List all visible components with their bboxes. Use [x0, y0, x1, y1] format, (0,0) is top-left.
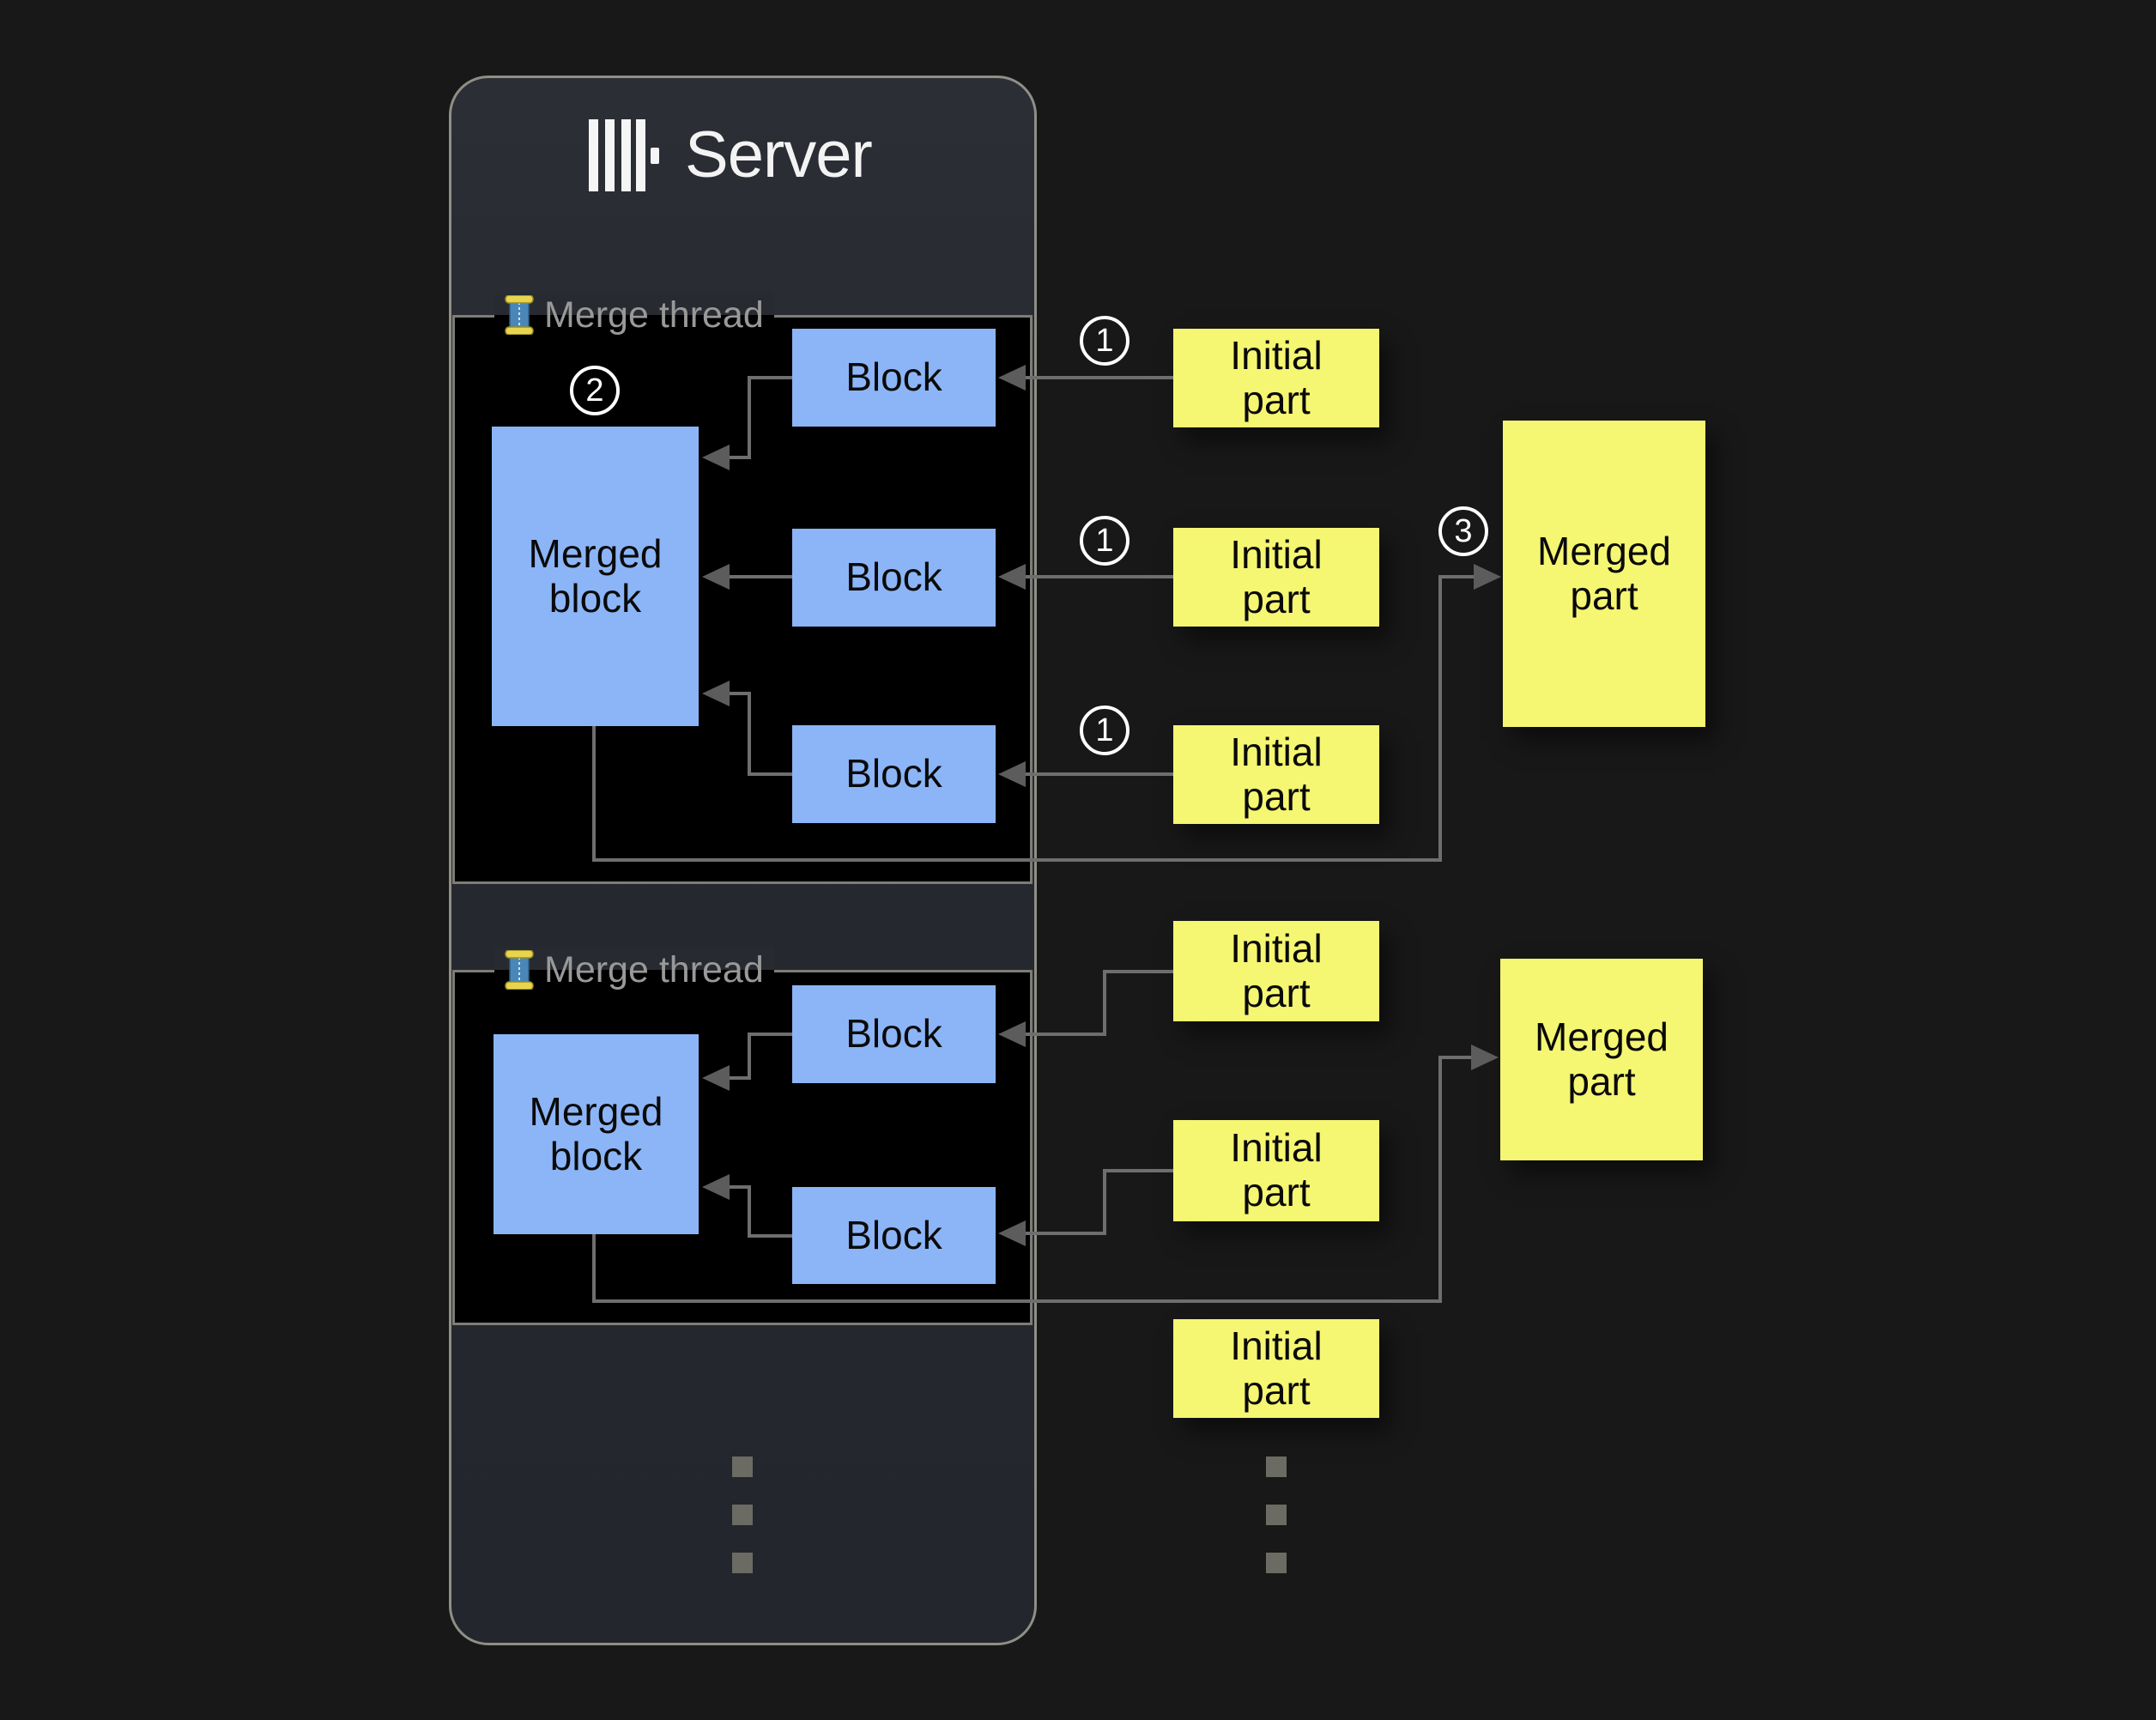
arrow-initial5-to-block5-head: [998, 1220, 1026, 1246]
block-3: Block: [792, 725, 996, 823]
arrow-initial2-to-block2-head: [998, 564, 1026, 590]
merge-thread-label-2: Merge thread: [494, 948, 774, 992]
arrow-mergedblock1-to-mergedpart1-seg2: [592, 858, 1442, 862]
arrow-initial5-to-block5-seg2: [1103, 1169, 1106, 1235]
arrow-initial3-to-block3-head: [998, 761, 1026, 787]
merge-thread-label-text: Merge thread: [544, 294, 764, 336]
arrow-block1-to-merged-seg2: [748, 376, 751, 459]
arrow-mergedblock1-to-mergedpart1-seg4: [1440, 575, 1475, 578]
initial-part-3: Initial part: [1173, 725, 1379, 824]
initial-part-1: Initial part: [1173, 329, 1379, 427]
arrow-initial4-to-block4-seg1: [1105, 970, 1173, 973]
merge-thread-label-1: Merge thread: [494, 293, 774, 337]
server-header: Server: [589, 118, 873, 192]
arrow-initial4-to-block4-head: [998, 1021, 1026, 1047]
clickhouse-logo-icon: [589, 119, 659, 191]
step-badge-3: 3: [1438, 506, 1488, 556]
arrow-initial2-to-block2-line: [1022, 575, 1173, 578]
initial-part-5: Initial part: [1173, 1120, 1379, 1221]
arrow-block1-to-merged-seg1: [748, 376, 792, 379]
dot: [1266, 1457, 1287, 1477]
arrow-mergedblock2-to-mergedpart2-seg4: [1440, 1056, 1473, 1059]
arrow-mergedblock2-to-mergedpart2-seg2: [592, 1299, 1442, 1303]
block-2: Block: [792, 529, 996, 627]
initial-part-2: Initial part: [1173, 528, 1379, 627]
arrow-block3-to-merged-seg1: [748, 772, 792, 776]
arrow-initial4-to-block4-seg2: [1103, 970, 1106, 1036]
arrow-mergedblock2-to-mergedpart2-head: [1471, 1045, 1499, 1070]
arrow-block3-to-merged-seg3: [730, 692, 751, 695]
dot: [1266, 1553, 1287, 1573]
dot: [732, 1457, 753, 1477]
step-badge-1a: 1: [1080, 316, 1129, 366]
arrow-block5-to-merged2-seg3: [730, 1185, 751, 1189]
arrow-block2-to-merged-line: [730, 575, 792, 578]
arrow-mergedblock1-to-mergedpart1-seg3: [1438, 575, 1442, 862]
arrow-mergedblock1-to-mergedpart1-seg1: [592, 726, 596, 862]
arrow-block3-to-merged-head: [702, 681, 730, 706]
arrow-block5-to-merged2-head: [702, 1174, 730, 1200]
arrow-block4-to-merged2-seg1: [748, 1033, 792, 1036]
arrow-block1-to-merged-seg3: [730, 456, 751, 459]
block-4: Block: [792, 985, 996, 1083]
step-badge-1c: 1: [1080, 706, 1129, 755]
arrow-block4-to-merged2-head: [702, 1065, 730, 1091]
server-title: Server: [685, 118, 873, 191]
arrow-mergedblock1-to-mergedpart1-head: [1474, 564, 1501, 590]
merged-block-1: Merged block: [492, 427, 699, 726]
step-badge-1b: 1: [1080, 516, 1129, 566]
arrow-mergedblock2-to-mergedpart2-seg3: [1438, 1056, 1442, 1301]
arrow-mergedblock2-to-mergedpart2-seg1: [592, 1234, 596, 1303]
merged-part-2: Merged part: [1500, 959, 1703, 1160]
arrow-initial5-to-block5-seg1: [1105, 1169, 1173, 1172]
arrow-initial5-to-block5-seg3: [1022, 1232, 1105, 1235]
thread-spool-icon: [505, 950, 534, 990]
arrow-block4-to-merged2-seg2: [748, 1033, 751, 1080]
arrow-block4-to-merged2-seg3: [730, 1076, 751, 1080]
initial-part-6: Initial part: [1173, 1319, 1379, 1418]
block-1: Block: [792, 329, 996, 427]
arrow-initial1-to-block1-head: [998, 365, 1026, 391]
arrow-block3-to-merged-seg2: [748, 692, 751, 774]
arrow-block1-to-merged-head: [702, 445, 730, 470]
arrow-block5-to-merged2-seg2: [748, 1185, 751, 1238]
thread-spool-icon: [505, 295, 534, 335]
dot: [732, 1505, 753, 1525]
arrow-block5-to-merged2-seg1: [748, 1234, 792, 1238]
dot: [1266, 1505, 1287, 1525]
initial-part-4: Initial part: [1173, 921, 1379, 1021]
arrow-initial1-to-block1-line: [1022, 376, 1173, 379]
block-5: Block: [792, 1187, 996, 1284]
step-badge-2: 2: [570, 366, 620, 415]
merged-block-2: Merged block: [494, 1034, 699, 1234]
arrow-block2-to-merged-head: [702, 564, 730, 590]
arrow-initial4-to-block4-seg3: [1022, 1033, 1105, 1036]
merge-thread-label-text: Merge thread: [544, 948, 764, 990]
dot: [732, 1553, 753, 1573]
merged-part-1: Merged part: [1503, 421, 1705, 727]
arrow-initial3-to-block3-line: [1022, 772, 1173, 776]
